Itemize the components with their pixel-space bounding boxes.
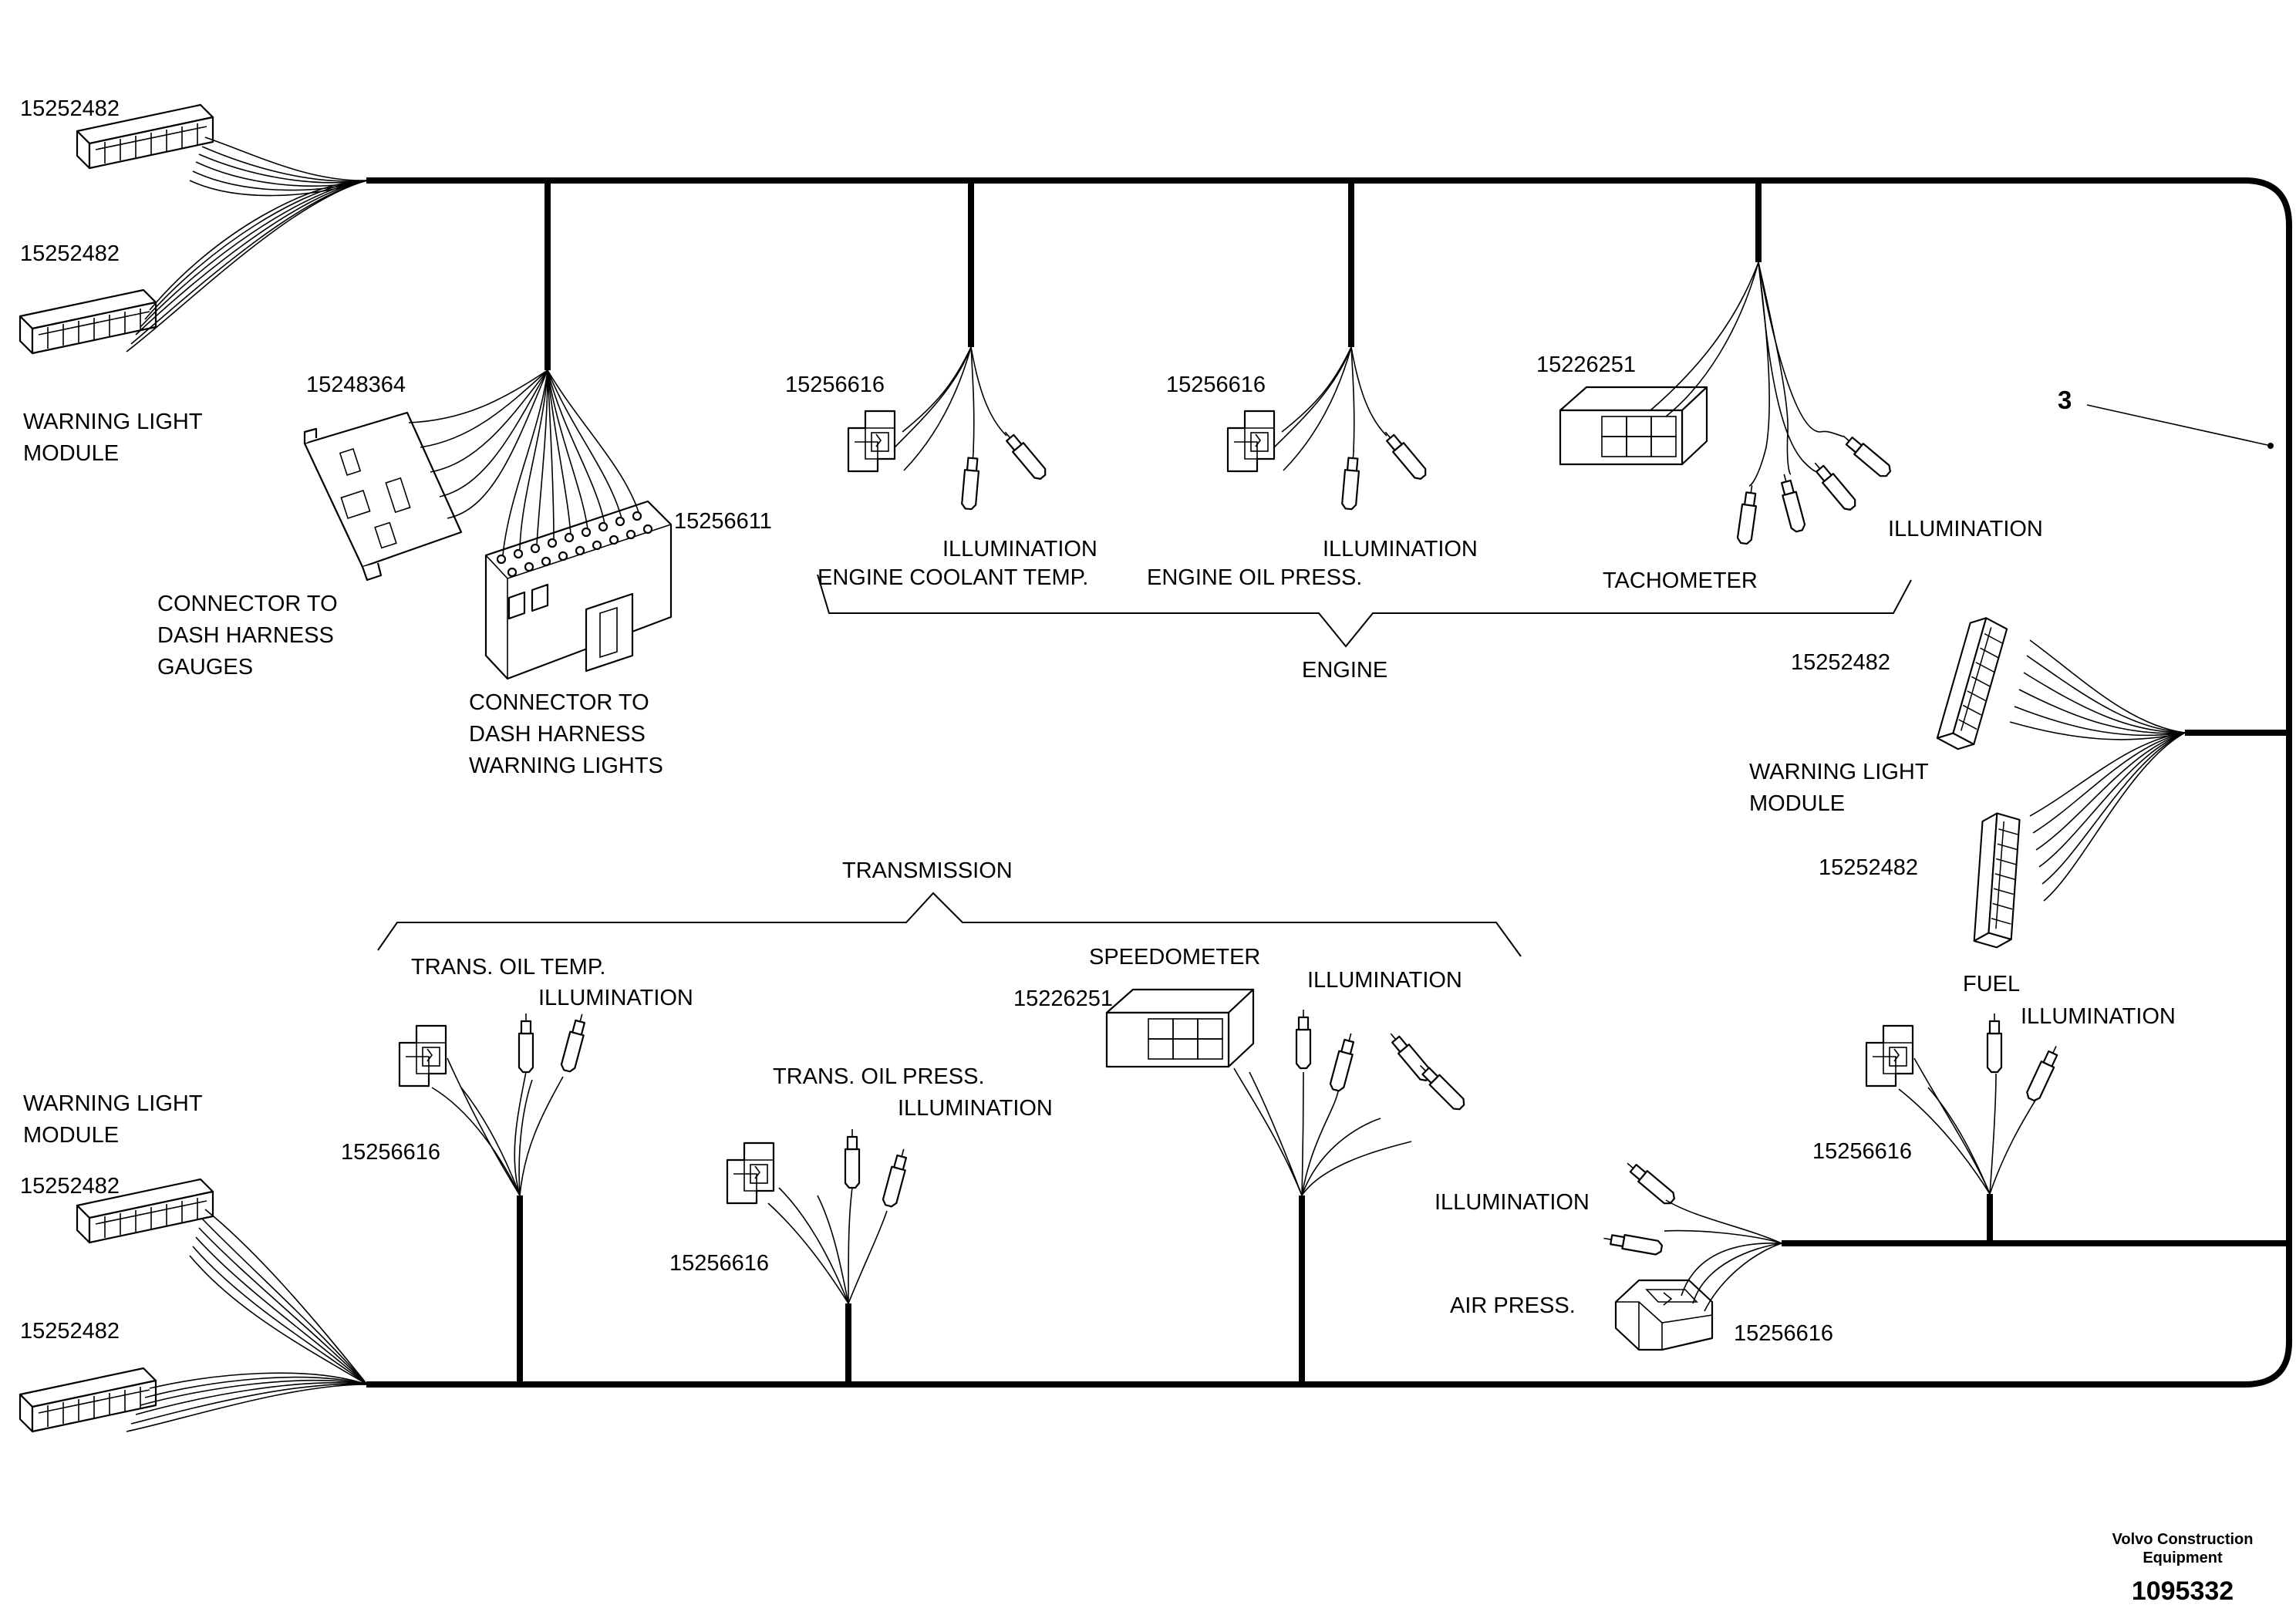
tachometer-group: [1559, 261, 1894, 545]
warning-light-module-label: WARNING LIGHT: [23, 1091, 203, 1116]
illumination-label: ILLUMINATION: [1307, 968, 1462, 993]
part-number-label: 15256616: [785, 373, 885, 397]
part-number-label: 15256616: [1734, 1321, 1833, 1346]
part-number-label: 15256616: [341, 1140, 440, 1165]
part-number-label: 15256616: [1166, 373, 1266, 397]
transmission-label: TRANSMISSION: [842, 858, 1013, 883]
illumination-label: ILLUMINATION: [538, 986, 693, 1010]
part-number-label: 15256616: [669, 1251, 769, 1276]
warning-light-module-right: [1914, 612, 2186, 952]
trans-oil-press-group: [726, 1128, 912, 1304]
warning-light-module-label: MODULE: [23, 441, 119, 466]
part-number-label: 15226251: [1013, 986, 1113, 1011]
illumination-label: ILLUMINATION: [1888, 517, 2043, 541]
connector-15248364: [303, 369, 548, 582]
part-number-label: 15252482: [1791, 650, 1890, 675]
engine-coolant-temp-label: ENGINE COOLANT TEMP.: [818, 565, 1088, 590]
connector-warning-lights-label: WARNING LIGHTS: [469, 754, 663, 778]
engine-oil-press-label: ENGINE OIL PRESS.: [1147, 565, 1362, 590]
part-number-label: 15256611: [674, 509, 772, 534]
warning-light-module-label: WARNING LIGHT: [1749, 760, 1929, 784]
part-number-label: 15252482: [20, 1174, 120, 1199]
warning-light-module-label: MODULE: [23, 1123, 119, 1148]
part-number-label: 15248364: [306, 373, 406, 397]
reference-number: 3: [2058, 386, 2072, 414]
connector-warning-lights-label: DASH HARNESS: [469, 722, 646, 747]
connector-gauges-label: DASH HARNESS: [157, 623, 334, 648]
illumination-label: ILLUMINATION: [1435, 1190, 1590, 1215]
illumination-label: ILLUMINATION: [2021, 1004, 2176, 1029]
connector-gauges-label: CONNECTOR TO: [157, 592, 338, 616]
part-number-label: 15252482: [20, 96, 120, 121]
transmission-brace: [377, 892, 1522, 957]
air-press-group: [1601, 1157, 1782, 1351]
labels: 15252482 15252482 WARNING LIGHT MODULE 1…: [20, 96, 2253, 1606]
connector-15256611: [484, 369, 673, 680]
air-press-label: AIR PRESS.: [1450, 1293, 1576, 1318]
part-number-label: 15256616: [1812, 1139, 1912, 1164]
engine-coolant-temp-group: [847, 346, 1050, 511]
engine-brace: [817, 574, 1912, 648]
part-number-label: 15252482: [1819, 855, 1918, 880]
main-harness-trunk: [366, 177, 2292, 1388]
fuel-group: [1865, 1012, 2064, 1195]
part-number-label: 15226251: [1536, 352, 1636, 377]
warning-light-module-bottom-left: [19, 1178, 368, 1433]
part-number-label: 15252482: [20, 1319, 120, 1344]
speedometer-group: [1105, 988, 1468, 1196]
part-number-label: 15252482: [20, 241, 120, 266]
illumination-label: ILLUMINATION: [942, 537, 1097, 561]
trans-oil-press-label: TRANS. OIL PRESS.: [773, 1064, 985, 1089]
illumination-label: ILLUMINATION: [1323, 537, 1478, 561]
trans-oil-temp-group: [398, 1011, 590, 1196]
warning-light-module-top-left: [19, 103, 368, 355]
trans-oil-temp-label: TRANS. OIL TEMP.: [411, 955, 605, 980]
engine-label: ENGINE: [1302, 658, 1387, 683]
tachometer-label: TACHOMETER: [1603, 568, 1758, 593]
warning-light-module-label: WARNING LIGHT: [23, 410, 203, 434]
brand-label: Equipment: [2143, 1549, 2223, 1566]
connector-warning-lights-label: CONNECTOR TO: [469, 690, 649, 715]
fuel-label: FUEL: [1963, 972, 2020, 996]
connector-gauges-label: GAUGES: [157, 655, 253, 679]
speedometer-label: SPEEDOMETER: [1089, 945, 1260, 969]
engine-oil-press-group: [1226, 346, 1430, 511]
warning-light-module-label: MODULE: [1749, 791, 1845, 816]
drawing-number: 1095332: [2132, 1576, 2234, 1606]
illumination-label: ILLUMINATION: [898, 1096, 1053, 1121]
brand-label: Volvo Construction: [2112, 1531, 2254, 1548]
